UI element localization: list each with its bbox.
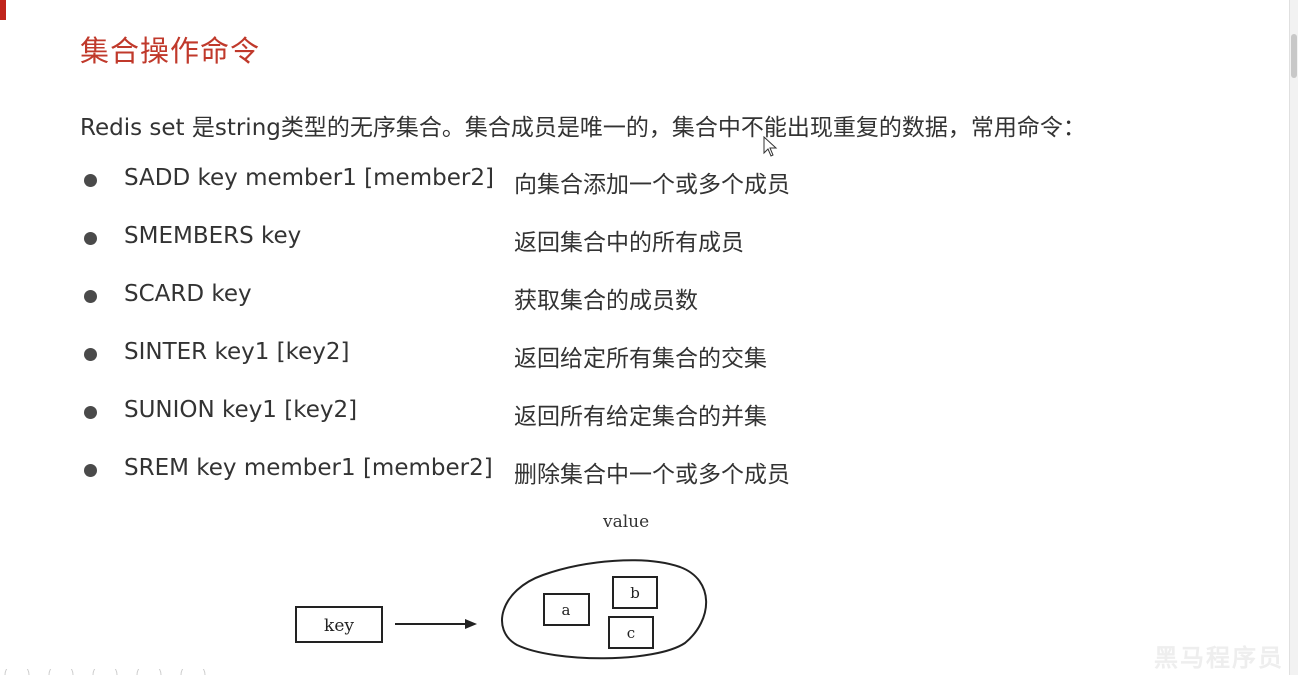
command-description: 删除集合中一个或多个成员 — [514, 462, 790, 488]
bullet-icon — [84, 174, 97, 187]
command-description: 向集合添加一个或多个成员 — [514, 172, 790, 198]
command-description: 返回所有给定集合的并集 — [514, 404, 767, 430]
member-box — [543, 593, 590, 626]
command-name: SMEMBERS key — [124, 223, 302, 249]
member-box — [608, 616, 654, 649]
arrow-right-icon — [395, 619, 477, 629]
command-description: 返回集合中的所有成员 — [514, 230, 744, 256]
bullet-icon — [84, 406, 97, 419]
member-label: b — [630, 584, 640, 602]
mouse-cursor-icon — [763, 136, 778, 157]
bullet-icon — [84, 464, 97, 477]
corner-accent-mark — [0, 0, 6, 20]
command-name: SINTER key1 [key2] — [124, 339, 350, 365]
command-description: 返回给定所有集合的交集 — [514, 346, 767, 372]
bullet-icon — [84, 290, 97, 303]
command-name: SREM key member1 [member2] — [124, 455, 493, 481]
intro-text: Redis set 是string类型的无序集合。集合成员是唯一的，集合中不能出… — [80, 115, 1086, 141]
key-box — [295, 606, 383, 643]
set-diagram: value key a b c — [295, 512, 708, 660]
command-name: SCARD key — [124, 281, 252, 307]
set-boundary — [501, 559, 708, 660]
bullet-icon — [84, 232, 97, 245]
command-name: SADD key member1 [member2] — [124, 165, 494, 191]
key-label: key — [324, 616, 354, 636]
member-box — [612, 576, 658, 609]
member-label: c — [627, 624, 635, 642]
value-label: value — [602, 512, 649, 532]
vertical-scrollbar[interactable] — [1289, 0, 1298, 675]
command-name: SUNION key1 [key2] — [124, 397, 358, 423]
member-label: a — [562, 601, 571, 619]
slide-title: 集合操作命令 — [80, 34, 261, 68]
scrollbar-thumb[interactable] — [1291, 34, 1297, 78]
bullet-icon — [84, 348, 97, 361]
watermark: 黑马程序员 — [1154, 644, 1284, 672]
page-indicator — [4, 669, 206, 675]
command-description: 获取集合的成员数 — [514, 288, 698, 314]
